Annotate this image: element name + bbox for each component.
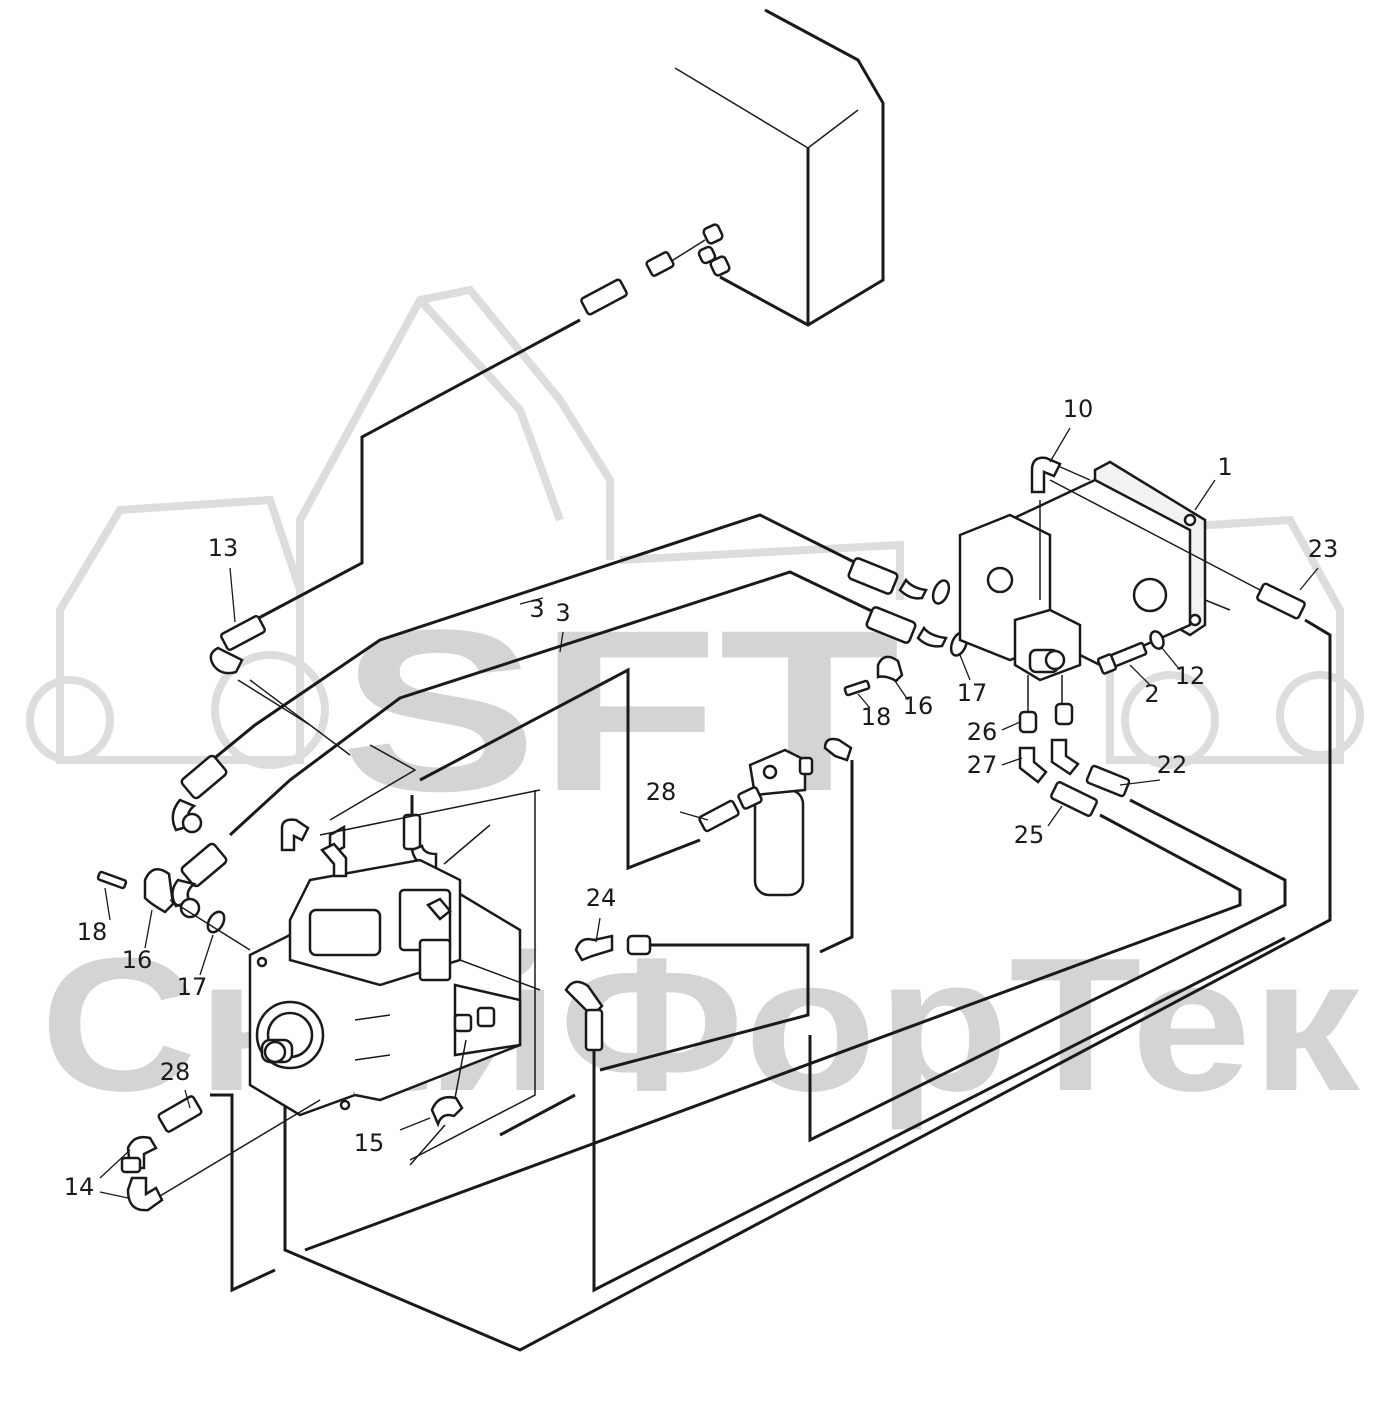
hose-22 — [808, 764, 1287, 1143]
callout-3: 3 — [555, 599, 570, 627]
hose-filter-return — [819, 737, 854, 954]
hydraulic-motor-1 — [958, 460, 1231, 682]
callout-27: 27 — [967, 751, 998, 779]
fitting-10 — [1030, 456, 1091, 494]
callout-28: 28 — [646, 778, 677, 806]
callout-17: 17 — [957, 679, 988, 707]
hoses-3 — [171, 513, 969, 919]
callout-3: 3 — [529, 595, 544, 623]
callout-22: 22 — [1157, 751, 1188, 779]
fitting-15 — [409, 1039, 467, 1166]
callout-18: 18 — [861, 703, 892, 731]
callout-14: 14 — [64, 1173, 95, 1201]
callout-24: 24 — [586, 884, 617, 912]
fittings-26 — [1018, 675, 1074, 734]
hose-13 — [209, 251, 675, 726]
tank-fittings — [669, 223, 731, 277]
clamp-16-pump — [143, 867, 175, 914]
fittings-14 — [120, 1099, 321, 1212]
hydraulic-tank — [669, 8, 885, 327]
screw-18-pump — [96, 870, 128, 890]
callout-16: 16 — [903, 692, 934, 720]
hose-23 — [283, 479, 1332, 1352]
bolt-2 — [1096, 641, 1148, 675]
watermark-brand: СкайФорТек — [40, 919, 1361, 1131]
callout-2: 2 — [1144, 680, 1159, 708]
hose-28-lower — [157, 1093, 276, 1293]
callout-1: 1 — [1217, 453, 1232, 481]
watermark-logo: SFT — [340, 582, 900, 839]
callout-15: 15 — [354, 1129, 385, 1157]
callout-16: 16 — [122, 946, 153, 974]
hydraulic-pump — [248, 789, 541, 1161]
fittings-27 — [1018, 738, 1080, 784]
callout-28: 28 — [160, 1058, 191, 1086]
screw-18-motor — [843, 679, 871, 697]
callout-13: 13 — [208, 534, 239, 562]
leader-lines — [99, 427, 1319, 1199]
watermark: SFT СкайФорТек — [26, 285, 1364, 1131]
hose-25 — [304, 781, 1242, 1252]
hose-pump-top — [402, 795, 491, 870]
callout-18: 18 — [77, 918, 108, 946]
callout-17: 17 — [177, 973, 208, 1001]
callout-10: 10 — [1063, 395, 1094, 423]
callout-26: 26 — [967, 718, 998, 746]
callout-25: 25 — [1014, 821, 1045, 849]
callout-12: 12 — [1175, 662, 1206, 690]
watermark-machine-shapes — [26, 285, 1364, 769]
hose-28-filter — [419, 667, 740, 871]
callout-23: 23 — [1308, 535, 1339, 563]
assembly-guide-lines — [249, 679, 576, 1137]
hose-pump-right — [564, 936, 1286, 1293]
fitting-24 — [574, 934, 810, 1072]
clamp-16-motor — [876, 655, 904, 683]
washer-12 — [1149, 630, 1165, 650]
o-ring-17-pump — [169, 899, 251, 951]
filter — [737, 748, 814, 897]
